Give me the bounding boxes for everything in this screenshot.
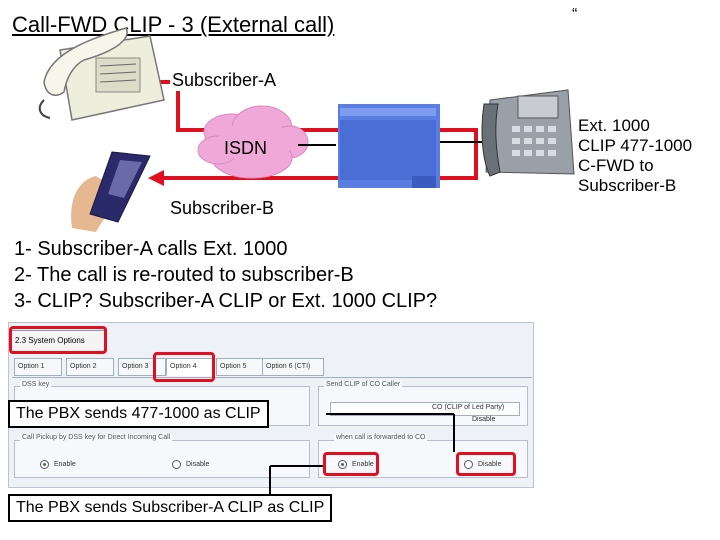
call-pickup-disable-label: Disable xyxy=(186,461,210,468)
extension-info-line: CLIP 477-1000 xyxy=(578,136,693,155)
forward-to-co-enable-label: Enable xyxy=(352,461,374,468)
selected-tab-highlight xyxy=(153,352,215,382)
slide-title: Call-FWD CLIP - 3 (External call) xyxy=(12,12,335,37)
extension-info-line: Subscriber-B xyxy=(578,176,677,195)
callout-lower: The PBX sends Subscriber-A CLIP as CLIP xyxy=(8,494,333,522)
tab-option-6-cti[interactable]: Option 6 (CTI) xyxy=(262,358,324,376)
send-clip-group-label: Send CLIP of CO Caller xyxy=(324,381,403,388)
enable-option-highlight xyxy=(323,452,379,476)
dialog-title-highlight xyxy=(9,326,107,354)
subscriber-a-phone-icon xyxy=(38,27,165,121)
extension-info-line: Ext. 1000 xyxy=(578,116,650,135)
tab-bar xyxy=(12,356,532,378)
forward-to-co-disable-label: Disable xyxy=(478,461,502,468)
call-pickup-enable-label: Enable xyxy=(54,461,76,468)
isdn-label: ISDN xyxy=(224,138,268,158)
dss-key-group-label: DSS key xyxy=(20,381,52,388)
extension-info-line: C-FWD to xyxy=(578,156,654,175)
callout-upper: The PBX sends 477-1000 as CLIP xyxy=(8,400,269,428)
call-pickup-label: Call Pickup by DSS key for Direct Incomi… xyxy=(20,434,173,441)
extension-info: Ext. 1000 CLIP 477-1000 C-FWD to Subscri… xyxy=(578,116,692,196)
tab-option-2[interactable]: Option 2 xyxy=(66,358,114,376)
subscriber-b-label: Subscriber-B xyxy=(170,198,275,218)
forward-to-co-enable-radio[interactable] xyxy=(338,460,347,469)
forward-to-co-group xyxy=(318,440,528,478)
step-item: 1- Subscriber-A calls Ext. 1000 xyxy=(14,238,288,260)
subscriber-b-mobile-icon xyxy=(71,151,151,232)
send-clip-dropdown[interactable] xyxy=(330,402,520,416)
forward-route-arrowhead xyxy=(148,170,164,186)
isdn-cloud xyxy=(197,105,309,179)
subscriber-a-label: Subscriber-A xyxy=(170,70,279,91)
forward-to-co-label: when call is forwarded to CO xyxy=(334,434,428,441)
disable-option-highlight xyxy=(456,452,516,476)
call-pickup-disable-radio[interactable] xyxy=(172,460,181,469)
extension-phone-icon xyxy=(481,89,575,177)
quote-mark: “ xyxy=(572,6,578,23)
tab-option-1[interactable]: Option 1 xyxy=(14,358,62,376)
send-clip-dropdown-state: Disable xyxy=(472,416,496,423)
step-item: 2- The call is re-routed to subscriber-B xyxy=(14,264,354,286)
step-item: 3- CLIP? Subscriber-A CLIP or Ext. 1000 … xyxy=(14,290,438,312)
send-clip-dropdown-value: CO (CLIP of Led Party) xyxy=(432,404,505,411)
steps-list: 1- Subscriber-A calls Ext. 1000 2- The c… xyxy=(14,236,437,314)
pbx-unit xyxy=(338,104,440,188)
forward-to-co-disable-radio[interactable] xyxy=(464,460,473,469)
call-pickup-group xyxy=(14,440,310,478)
call-pickup-enable-radio[interactable] xyxy=(40,460,49,469)
